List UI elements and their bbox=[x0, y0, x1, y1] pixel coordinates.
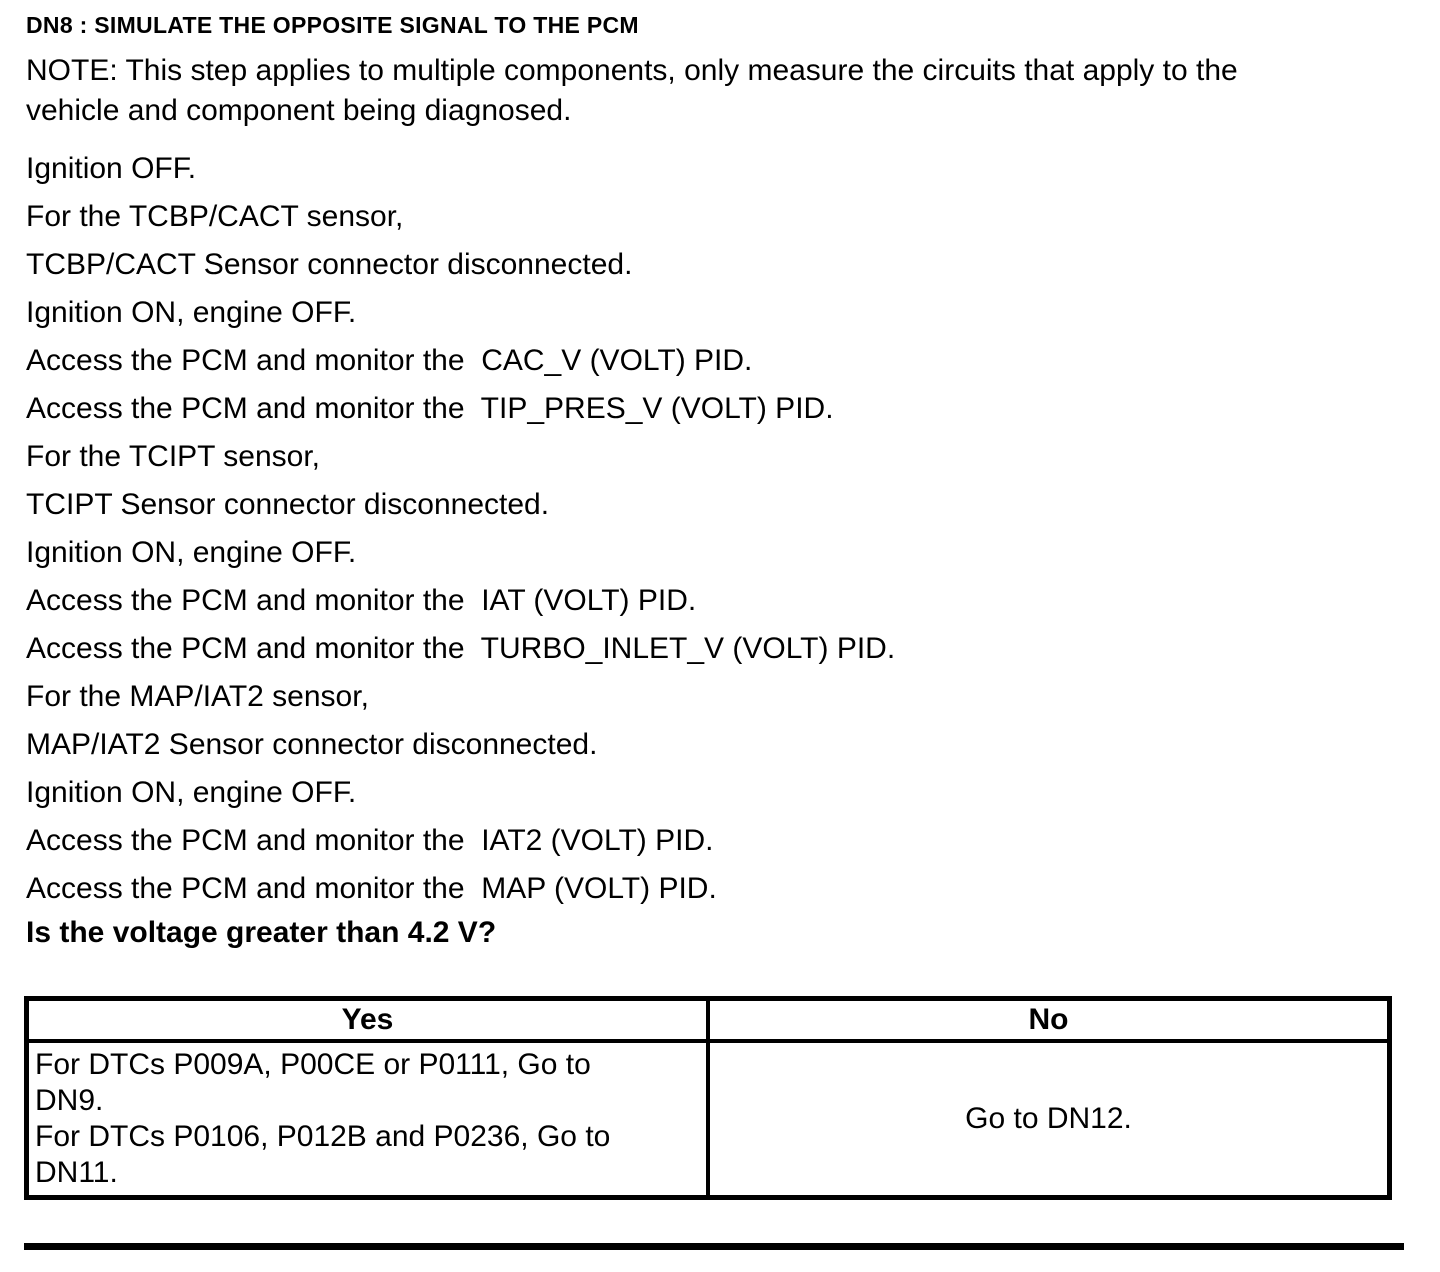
results-header-row: Yes No bbox=[24, 996, 1392, 1043]
yes-result-line: DN11. bbox=[35, 1156, 118, 1189]
question-text: Is the voltage greater than 4.2 V? bbox=[26, 916, 497, 949]
results-table: Yes No For DTCs P009A, P00CE or P0111, G… bbox=[24, 996, 1392, 1200]
step-line: Ignition ON, engine OFF. bbox=[26, 536, 357, 569]
step-line: Access the PCM and monitor the IAT (VOLT… bbox=[26, 584, 697, 617]
results-body-row: For DTCs P009A, P00CE or P0111, Go to DN… bbox=[24, 1039, 1392, 1200]
step-line: Access the PCM and monitor the IAT2 (VOL… bbox=[26, 824, 714, 857]
note-line: vehicle and component being diagnosed. bbox=[26, 94, 572, 127]
step-line: For the MAP/IAT2 sensor, bbox=[26, 680, 369, 713]
step-list: Ignition OFF. For the TCBP/CACT sensor, … bbox=[26, 149, 1414, 909]
step-line: Ignition ON, engine OFF. bbox=[26, 776, 357, 809]
bottom-rule bbox=[24, 1243, 1404, 1250]
yes-header-cell: Yes bbox=[24, 996, 710, 1043]
step-line: Access the PCM and monitor the CAC_V (VO… bbox=[26, 344, 753, 377]
step-line: TCIPT Sensor connector disconnected. bbox=[26, 488, 550, 521]
step-line: TCBP/CACT Sensor connector disconnected. bbox=[26, 248, 633, 281]
no-header-cell: No bbox=[706, 996, 1392, 1043]
step-line: For the TCBP/CACT sensor, bbox=[26, 200, 404, 233]
note-paragraph: NOTE: This step applies to multiple comp… bbox=[26, 51, 1414, 131]
step-line: Access the PCM and monitor the MAP (VOLT… bbox=[26, 872, 717, 905]
step-line: MAP/IAT2 Sensor connector disconnected. bbox=[26, 728, 598, 761]
yes-result-cell: For DTCs P009A, P00CE or P0111, Go to DN… bbox=[24, 1039, 710, 1200]
procedure-content: DN8 : SIMULATE THE OPPOSITE SIGNAL TO TH… bbox=[26, 12, 1414, 953]
yes-result-line: DN9. bbox=[35, 1084, 104, 1117]
page-title: DN8 : SIMULATE THE OPPOSITE SIGNAL TO TH… bbox=[26, 12, 639, 38]
note-line: NOTE: This step applies to multiple comp… bbox=[26, 54, 1238, 87]
step-line: Ignition ON, engine OFF. bbox=[26, 296, 357, 329]
no-result-cell: Go to DN12. bbox=[706, 1039, 1392, 1200]
step-line: Access the PCM and monitor the TURBO_INL… bbox=[26, 632, 896, 665]
step-line: For the TCIPT sensor, bbox=[26, 440, 321, 473]
step-line: Access the PCM and monitor the TIP_PRES_… bbox=[26, 392, 834, 425]
yes-result-line: For DTCs P009A, P00CE or P0111, Go to bbox=[35, 1048, 591, 1081]
step-line: Ignition OFF. bbox=[26, 152, 197, 185]
yes-result-line: For DTCs P0106, P012B and P0236, Go to bbox=[35, 1120, 611, 1153]
